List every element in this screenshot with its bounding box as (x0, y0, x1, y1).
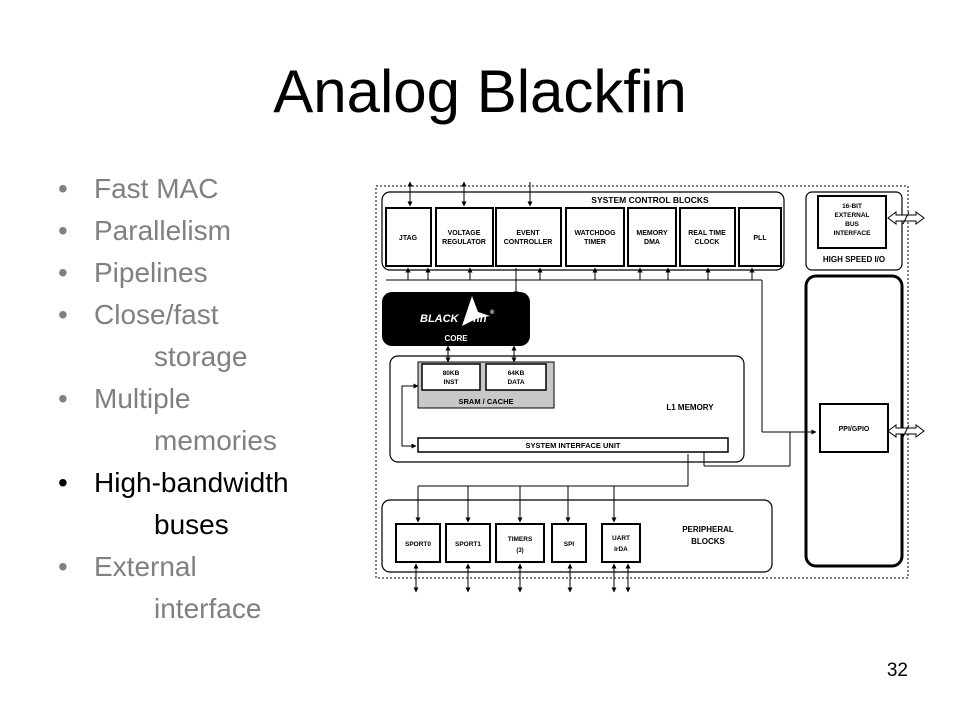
bullet-text: High-bandwidth (94, 467, 289, 498)
peripheral-spi: SPI (551, 523, 587, 563)
bullet-text: External (94, 551, 197, 582)
bullet-item: • Multiple (58, 378, 358, 420)
svg-text:UART: UART (612, 535, 630, 542)
bullet-text: Close/fast (94, 299, 219, 330)
ext-bus-interface: 16-BIT EXTERNAL BUS INTERFACE (817, 195, 887, 249)
bullet-item: • Parallelism (58, 210, 358, 252)
l1-memory-label: L1 MEMORY (666, 403, 714, 412)
control-block-pll: PLL (738, 207, 782, 267)
svg-text:SPORT1: SPORT1 (455, 541, 481, 548)
svg-text:(3): (3) (516, 548, 523, 554)
svg-text:INST: INST (444, 379, 459, 386)
svg-text:DATA: DATA (507, 379, 524, 386)
blackfin-logo-mark: ® (490, 309, 495, 316)
svg-text:PPI/GPIO: PPI/GPIO (839, 426, 870, 433)
svg-text:JTAG: JTAG (399, 235, 418, 242)
peripheral-label-2: BLOCKS (691, 537, 725, 546)
bullet-dot: • (58, 173, 68, 204)
peripheral-group (381, 499, 773, 573)
bullet-text: Multiple (94, 383, 191, 414)
bullet-item: • Fast MAC (58, 168, 358, 210)
svg-text:64KB: 64KB (508, 370, 525, 377)
peripheral-uart: UART IrDA (601, 523, 641, 563)
bullet-continuation: memories (58, 420, 358, 462)
svg-text:REAL TIME: REAL TIME (688, 230, 726, 237)
svg-text:TIMER: TIMER (584, 239, 606, 246)
bullet-item: • High-bandwidth (58, 462, 358, 504)
svg-text:WATCHDOG: WATCHDOG (574, 230, 616, 237)
svg-text:EXTERNAL: EXTERNAL (834, 212, 869, 219)
high-speed-io-label: HIGH SPEED I/O (823, 255, 885, 264)
bullet-continuation: interface (58, 588, 358, 630)
bullet-continuation: buses (58, 504, 358, 546)
svg-text:SPORT0: SPORT0 (405, 541, 431, 548)
bullet-dot: • (58, 299, 68, 330)
peripheral-label-1: PERIPHERAL (682, 525, 734, 534)
svg-text:REGULATOR: REGULATOR (442, 239, 486, 246)
bullet-text: interface (154, 593, 262, 624)
bullet-text: memories (154, 425, 277, 456)
ppi-panel (804, 274, 904, 568)
control-block-voltage-regulator: VOLTAGE REGULATOR (435, 207, 494, 267)
inst-memory (421, 363, 481, 391)
svg-text:VOLTAGE: VOLTAGE (448, 230, 481, 237)
bullet-item: • External (58, 546, 358, 588)
svg-text:CLOCK: CLOCK (695, 239, 720, 246)
svg-text:SYSTEM INTERFACE UNIT: SYSTEM INTERFACE UNIT (525, 441, 620, 450)
svg-text:DMA: DMA (644, 239, 660, 246)
svg-text:SRAM / CACHE: SRAM / CACHE (458, 397, 513, 406)
system-interface-unit: SYSTEM INTERFACE UNIT (417, 437, 729, 453)
bullet-item: • Close/fast (58, 294, 358, 336)
svg-text:INTERFACE: INTERFACE (834, 230, 872, 237)
bullet-list: • Fast MAC • Parallelism • Pipelines • Close/fa… (58, 168, 358, 630)
bullet-text: buses (154, 509, 229, 540)
bullet-dot: • (58, 467, 68, 498)
bullet-text: Fast MAC (94, 173, 219, 204)
svg-text:16-BIT: 16-BIT (842, 203, 862, 210)
data-memory (485, 363, 547, 391)
peripheral-sport1: SPORT1 (445, 523, 491, 563)
svg-text:SPI: SPI (564, 541, 575, 548)
system-control-label: SYSTEM CONTROL BLOCKS (591, 195, 709, 205)
system-boundary (375, 185, 909, 579)
bullet-text: Pipelines (94, 257, 208, 288)
svg-text:CORE: CORE (444, 334, 468, 343)
peripheral-sport0: SPORT0 (395, 523, 441, 563)
svg-text:BUS: BUS (845, 221, 859, 228)
blackfin-fin-logo (462, 296, 490, 326)
control-block-jtag: JTAG (385, 207, 432, 267)
control-block-watchdog-timer: WATCHDOG TIMER (565, 207, 625, 267)
control-block-event-controller: EVENT CONTROLLER (495, 207, 562, 267)
svg-text:TIMERS: TIMERS (508, 536, 533, 543)
svg-text:CONTROLLER: CONTROLLER (504, 239, 553, 246)
system-control-group (381, 191, 785, 271)
blackfin-logo-right: fin (473, 313, 487, 325)
bullet-dot: • (58, 383, 68, 414)
bullet-item: • Pipelines (58, 252, 358, 294)
svg-text:MEMORY: MEMORY (636, 230, 668, 237)
bullet-text: Parallelism (94, 215, 231, 246)
bullet-text: storage (154, 341, 248, 372)
bullet-dot: • (58, 257, 68, 288)
svg-text:IrDA: IrDA (614, 546, 628, 553)
blackfin-core: BLACK fin ® CORE (382, 292, 530, 346)
bullet-dot: • (58, 551, 68, 582)
l1-memory-group (389, 355, 745, 463)
high-speed-io-group (805, 191, 903, 271)
blackfin-logo-left: BLACK (420, 313, 460, 325)
control-block-real-time-clock: REAL TIME CLOCK (679, 207, 736, 267)
slide-title: Analog Blackfin (273, 58, 687, 125)
svg-text:EVENT: EVENT (516, 230, 540, 237)
ppi-gpio: PPI/GPIO (819, 403, 889, 453)
bullet-continuation: storage (58, 336, 358, 378)
svg-text:80KB: 80KB (443, 370, 460, 377)
control-block-memory-dma: MEMORY DMA (627, 207, 677, 267)
svg-text:PLL: PLL (753, 235, 767, 242)
peripheral-timers: TIMERS (3) (495, 523, 545, 563)
page-number: 32 (886, 660, 908, 681)
bullet-dot: • (58, 215, 68, 246)
sram-cache: 80KB INST 64KB DATA SRAM / CACHE (417, 361, 555, 409)
